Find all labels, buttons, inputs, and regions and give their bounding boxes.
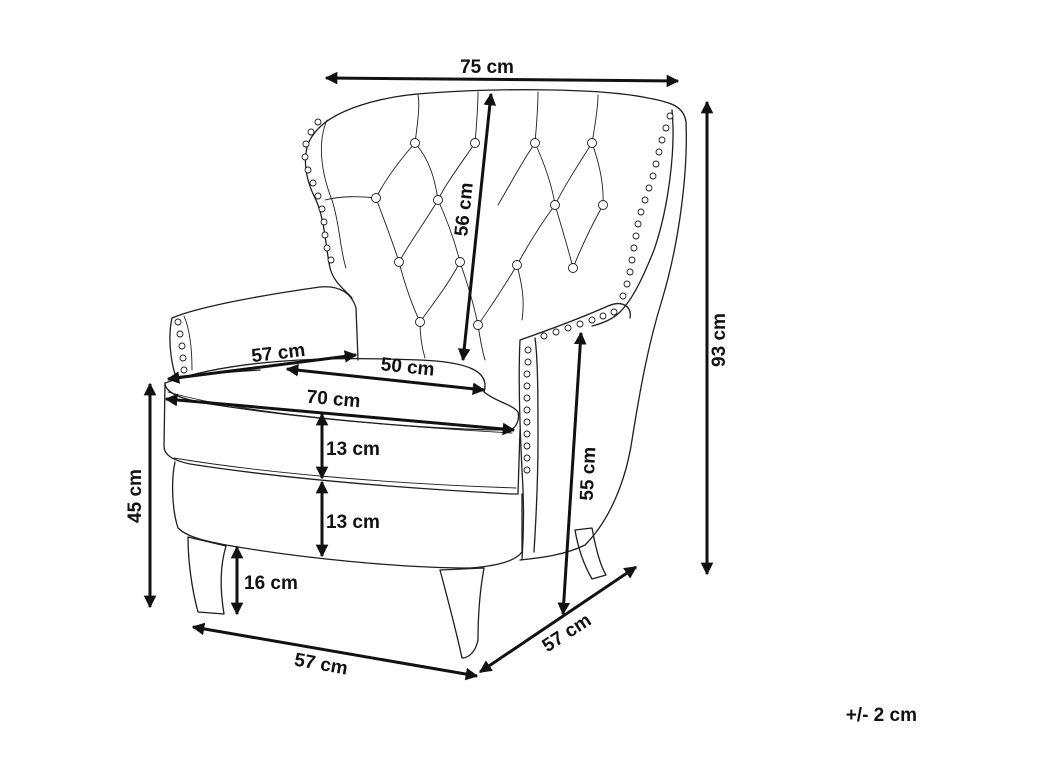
back-left-leg xyxy=(574,527,607,580)
label-leg-height: 16 cm xyxy=(244,573,298,594)
front-left-leg xyxy=(187,536,227,615)
right-wing-edge xyxy=(591,109,674,327)
label-overall-height: 93 cm xyxy=(709,313,730,367)
nailhead-trim xyxy=(174,112,674,474)
label-base-depth: 57 cm xyxy=(539,610,596,657)
dim-line-base-width xyxy=(191,622,479,681)
label-base-width: 57 cm xyxy=(293,650,350,680)
tolerance-note: +/- 2 cm xyxy=(846,705,917,726)
label-seat-width: 70 cm xyxy=(306,387,362,413)
left-wing-inner xyxy=(320,119,347,269)
seat-cushion-front xyxy=(163,382,521,495)
left-wing-edge xyxy=(304,134,353,299)
label-seat-height: 45 cm xyxy=(125,469,146,523)
dim-line-base-depth xyxy=(478,565,638,674)
right-arm xyxy=(518,303,631,561)
backrest-outline xyxy=(312,89,687,561)
label-base-height: 13 cm xyxy=(326,512,380,533)
left-arm-front xyxy=(183,315,193,371)
label-arm-height: 55 cm xyxy=(577,446,601,501)
dim-line-seat-depth xyxy=(166,350,358,384)
cushion-piping xyxy=(173,457,517,489)
base-front xyxy=(171,461,523,569)
label-seat-inner-width: 50 cm xyxy=(380,354,436,381)
dim-line-overall-width xyxy=(324,71,680,88)
label-backrest-height: 56 cm xyxy=(451,182,478,238)
tufting-buttons xyxy=(371,138,608,330)
front-right-leg xyxy=(439,567,485,659)
label-cushion-thickness: 13 cm xyxy=(326,439,380,460)
dim-line-backrest-height xyxy=(457,92,497,362)
dimension-lines xyxy=(143,71,714,681)
dim-line-seat-inner-width xyxy=(285,363,486,396)
label-overall-width: 75 cm xyxy=(460,57,514,78)
dim-line-seat-width xyxy=(164,393,516,436)
